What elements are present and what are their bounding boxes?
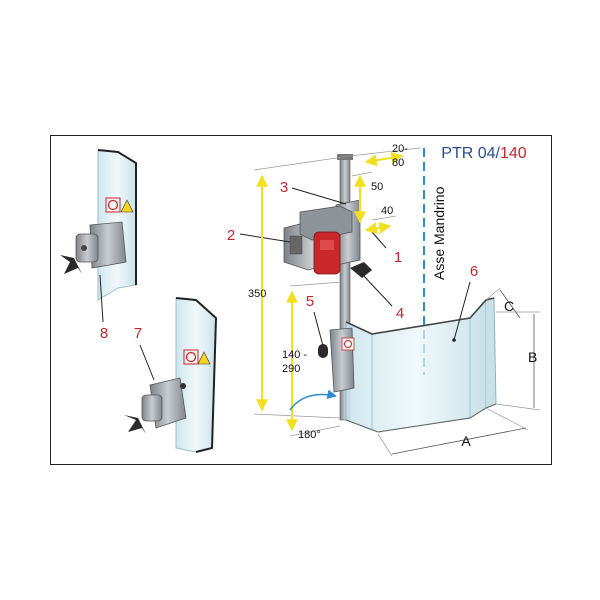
warning-sign-icon xyxy=(107,199,119,211)
rotation-label: 180° xyxy=(298,429,321,441)
lever-handle xyxy=(350,262,372,278)
model-title: PTR 04/140 xyxy=(441,145,526,162)
warning-sign-icon-3 xyxy=(344,340,352,348)
guard-shield xyxy=(345,297,497,433)
callout-2: 2 xyxy=(227,227,235,244)
detail-7-clamp-view xyxy=(124,297,218,453)
dimension-50: 50 xyxy=(371,181,383,193)
callout-1: 1 xyxy=(394,249,402,266)
dimension-c: C xyxy=(504,298,514,314)
dimension-offset-arrow xyxy=(364,151,404,167)
dimension-40: 40 xyxy=(381,205,393,217)
red-clamp-body xyxy=(313,231,341,275)
warning-sign-icon-2 xyxy=(185,351,197,363)
detail-8-clamp-view xyxy=(60,149,137,323)
dimension-b: B xyxy=(528,349,537,365)
callout-4: 4 xyxy=(396,305,404,322)
dimension-offset-line1: 20- xyxy=(392,143,408,155)
spindle-axis-label: Asse Mandrino xyxy=(431,186,447,280)
callout-7: 7 xyxy=(134,325,142,342)
dimension-a: A xyxy=(461,433,471,449)
callout-3: 3 xyxy=(280,179,288,196)
dimension-40-arrow xyxy=(364,221,392,235)
rotation-arrow xyxy=(289,389,337,411)
callout-6: 6 xyxy=(470,263,478,280)
knob-icon xyxy=(60,255,82,274)
warning-triangle-icon xyxy=(120,199,134,213)
dimension-range-line1: 140 - xyxy=(282,349,307,361)
mounting-block xyxy=(283,205,353,275)
side-knob xyxy=(318,344,328,358)
dimension-offset-line2: 80 xyxy=(392,157,404,169)
dimension-350: 350 xyxy=(248,288,266,300)
callout-8: 8 xyxy=(100,325,108,342)
dimension-range-line2: 290 xyxy=(282,363,300,375)
warning-triangle-icon-2 xyxy=(197,351,211,365)
knob-icon-2 xyxy=(124,415,146,434)
callout-5: 5 xyxy=(306,293,314,310)
